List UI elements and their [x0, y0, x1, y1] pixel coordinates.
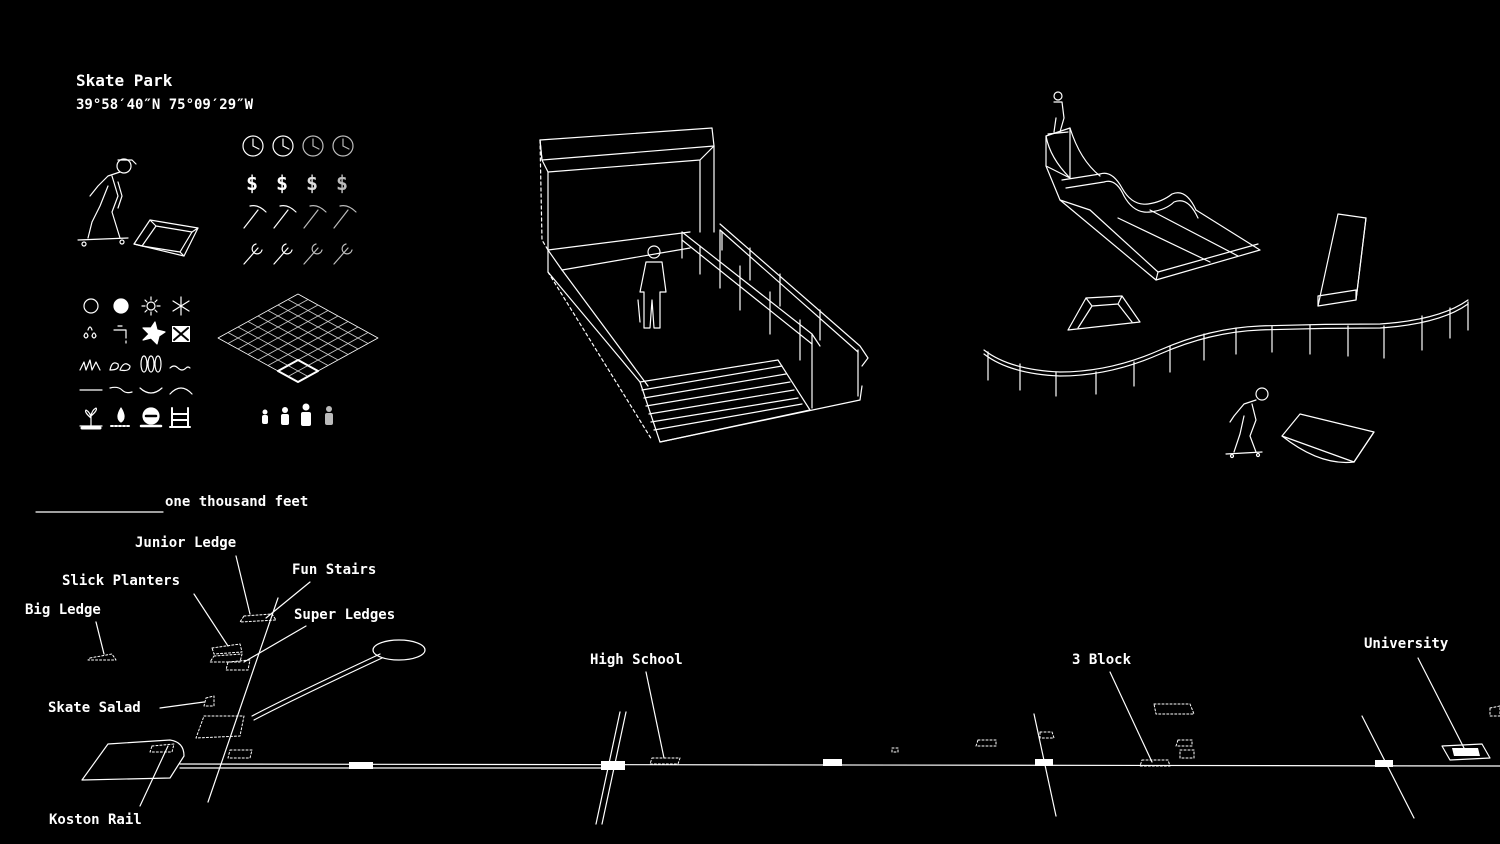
station-marker — [1375, 760, 1393, 767]
label-fun-stairs: Fun Stairs — [292, 562, 376, 578]
rocks-icon — [109, 362, 131, 372]
dollar-icon: $ — [306, 171, 318, 195]
label-koston-rail: Koston Rail — [49, 812, 142, 828]
condition-icons — [79, 296, 193, 430]
adult-icon — [301, 403, 311, 426]
no-tools-icon — [172, 326, 190, 342]
label-big-ledge: Big Ledge — [25, 602, 101, 618]
pickaxe-icon — [273, 205, 297, 229]
park-block — [81, 739, 185, 781]
child-icon — [262, 409, 268, 424]
label-university: University — [1364, 636, 1449, 652]
route-map — [81, 555, 1500, 825]
label-3-block: 3 Block — [1072, 652, 1132, 668]
water-icon — [169, 365, 191, 371]
sprout-icon — [79, 407, 103, 430]
label-slick-planters: Slick Planters — [62, 573, 180, 589]
map-title: Skate Park — [76, 71, 173, 90]
clock-icon — [242, 135, 264, 157]
valley-line-icon — [139, 387, 163, 394]
hill-line-icon — [169, 387, 193, 395]
fence-icon — [169, 407, 191, 428]
dollar-icon: $ — [276, 171, 288, 195]
flower-icon — [142, 321, 166, 345]
grass-icon — [79, 359, 101, 371]
sun-icon — [141, 296, 161, 316]
label-junior-ledge: Junior Ledge — [135, 535, 236, 551]
skatepark-drawing — [983, 91, 1469, 464]
dollar-icon: $ — [336, 171, 348, 195]
stairs-structure-drawing — [539, 127, 869, 443]
snowflake-icon — [172, 296, 190, 316]
dollar-icon: $ — [246, 171, 258, 195]
people-icons — [262, 403, 333, 426]
scale-bar-label: one thousand feet — [165, 494, 309, 510]
no-entry-icon — [139, 407, 163, 428]
station-marker — [349, 762, 373, 769]
leaves-icon — [140, 355, 162, 373]
station-marker — [1035, 759, 1053, 766]
top-skater-figure — [1047, 91, 1069, 135]
wrench-icon — [273, 243, 293, 265]
lollipop-plaza — [372, 639, 426, 661]
label-high-school: High School — [590, 652, 683, 668]
map-labels: Junior Ledge Slick Planters Fun Stairs B… — [25, 535, 1449, 828]
filled-circle-icon — [113, 298, 129, 314]
wrench-icons — [243, 243, 353, 265]
wrench-icon — [243, 243, 263, 265]
wrench-icon — [303, 243, 323, 265]
clock-icon — [332, 135, 354, 157]
clock-icons — [242, 135, 354, 157]
wave-line-icon — [109, 386, 133, 394]
map-coordinates: 39°58′40″N 75°09′29″W — [76, 97, 254, 113]
pickaxe-icons — [243, 205, 357, 229]
wrench-icon — [333, 243, 353, 265]
clock-icon — [302, 135, 324, 157]
legend-skater-figure — [77, 158, 137, 247]
label-skate-salad: Skate Salad — [48, 700, 141, 716]
person-icon — [281, 407, 289, 425]
drop-icon — [110, 407, 132, 427]
legend-ledge-block — [133, 219, 199, 257]
pickaxe-icon — [243, 205, 267, 229]
pickaxe-icon — [303, 205, 327, 229]
clock-icon — [272, 135, 294, 157]
elder-icon — [325, 406, 333, 425]
label-super-ledges: Super Ledges — [294, 607, 395, 623]
empty-circle-icon — [83, 298, 99, 314]
station-marker — [601, 761, 625, 770]
rain-icon — [83, 326, 97, 339]
legend-dollars: $ $ $ $ — [246, 171, 348, 195]
isometric-grid — [217, 293, 379, 383]
pickaxe-icon — [333, 205, 357, 229]
standing-person-figure — [637, 245, 667, 329]
station-marker — [823, 759, 842, 766]
bottom-skater-figure — [1225, 387, 1269, 459]
faucet-icon — [113, 325, 127, 344]
